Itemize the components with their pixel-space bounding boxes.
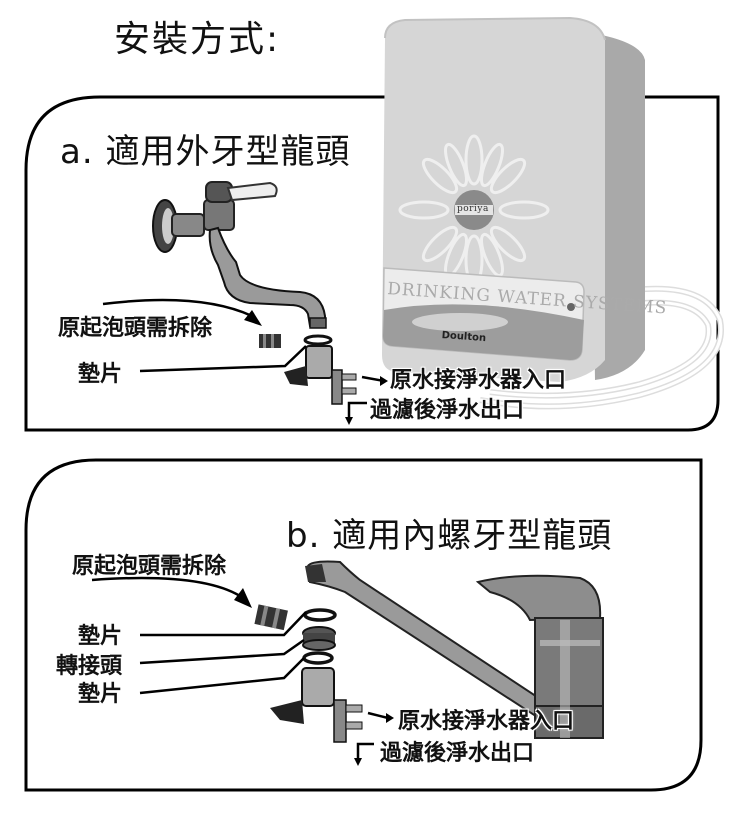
arrowhead-aerator-b [234, 588, 252, 608]
leader-aerator-a [102, 298, 253, 318]
section-b-title: b. 適用內螺牙型龍頭 [286, 516, 613, 556]
section-a-title: a. 適用外牙型龍頭 [60, 132, 351, 172]
diverter-valve-b [270, 667, 363, 743]
leader-gasket-a [139, 345, 307, 373]
arrowhead-outlet-a [345, 417, 353, 425]
logo-text: poriya [457, 204, 489, 214]
label-adapter-b: 轉接頭 [56, 654, 123, 679]
page-heading: 安裝方式: [114, 19, 281, 60]
gasket-top-part-b [303, 608, 337, 622]
label-gasket-bottom-b: 墊片 [78, 682, 123, 707]
mixer-faucet-illustration [305, 560, 604, 739]
label-gasket-a: 墊片 [78, 362, 123, 387]
leader-outlet-a [347, 401, 367, 420]
gasket-part-a [303, 334, 333, 346]
arrowhead-aerator-a [244, 310, 262, 326]
label-outlet-a: 過濾後淨水出口 [370, 398, 525, 423]
label-inlet-b: 原水接淨水器入口 [398, 709, 575, 734]
label-gasket-top-b: 墊片 [78, 624, 123, 649]
arrowhead-inlet-a [380, 376, 388, 386]
label-inlet-a: 原水接淨水器入口 [390, 368, 567, 393]
label-aerator-remove-b: 原起泡頭需拆除 [72, 554, 227, 579]
label-aerator-remove-a: 原起泡頭需拆除 [58, 316, 213, 341]
label-outlet-b: 過濾後淨水出口 [380, 741, 535, 766]
leader-adapter-b [139, 638, 305, 665]
arrowhead-outlet-b [354, 758, 362, 766]
gasket-bottom-part-b [302, 651, 334, 665]
aerator-part-b [254, 604, 288, 631]
section-b-frame [24, 458, 703, 792]
section-a-frame [24, 95, 720, 432]
water-filter-unit [382, 16, 724, 410]
leader-outlet-b [356, 742, 374, 760]
arrowhead-inlet-b [386, 713, 394, 723]
wall-faucet-illustration [152, 181, 327, 329]
leader-gasket-bottom-b [139, 657, 305, 695]
leader-gasket-top-b [140, 611, 307, 637]
aerator-part-a [259, 334, 281, 348]
leader-inlet-b [367, 711, 389, 720]
adapter-part-b [302, 626, 336, 651]
leader-aerator-b [91, 576, 241, 598]
diverter-valve-a [284, 345, 357, 405]
